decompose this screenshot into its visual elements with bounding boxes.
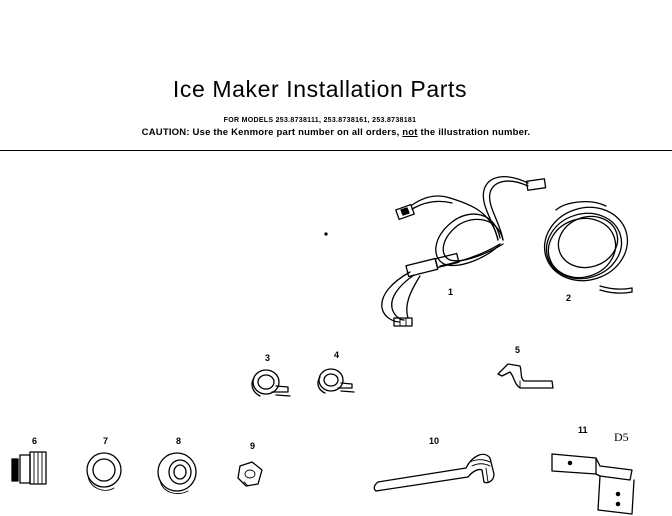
wire-harness-icon bbox=[381, 176, 547, 327]
grommet-icon bbox=[86, 452, 122, 491]
part-number-10: 10 bbox=[429, 436, 440, 446]
part-number-5: 5 bbox=[515, 345, 521, 355]
header-divider bbox=[0, 150, 672, 151]
fill-tube-icon bbox=[373, 453, 495, 492]
part-number-8: 8 bbox=[176, 436, 182, 446]
tube-clamp-icon bbox=[317, 368, 355, 394]
tube-clamp-icon bbox=[251, 369, 291, 397]
bracket-clip-icon bbox=[497, 363, 554, 389]
water-tubing-coil-icon bbox=[543, 200, 633, 294]
part-number-6: 6 bbox=[32, 436, 38, 446]
part-number-4: 4 bbox=[334, 350, 340, 360]
caution-emphasis: not bbox=[402, 127, 418, 138]
stray-dot bbox=[324, 232, 328, 236]
part-number-7: 7 bbox=[103, 436, 109, 446]
nut-icon bbox=[237, 461, 263, 487]
models-line: FOR MODELS 253.8738111, 253.8738161, 253… bbox=[223, 117, 417, 124]
part-number-11: 11 bbox=[578, 425, 588, 435]
page-title: Ice Maker Installation Parts bbox=[172, 76, 468, 102]
reference-code: D5 bbox=[614, 430, 629, 444]
grommet-icon bbox=[157, 452, 197, 494]
part-number-3: 3 bbox=[265, 353, 271, 363]
part-number-2: 2 bbox=[566, 293, 572, 303]
part-number-1: 1 bbox=[448, 287, 454, 297]
caution-suffix: the illustration number. bbox=[420, 127, 531, 138]
mounting-bracket-icon bbox=[551, 453, 635, 515]
compression-sleeve-icon bbox=[11, 451, 47, 485]
part-number-9: 9 bbox=[250, 441, 256, 451]
caution-line: CAUTION: Use the Kenmore part number on … bbox=[0, 127, 672, 138]
caution-prefix: CAUTION: Use the Kenmore part number on … bbox=[141, 127, 400, 138]
